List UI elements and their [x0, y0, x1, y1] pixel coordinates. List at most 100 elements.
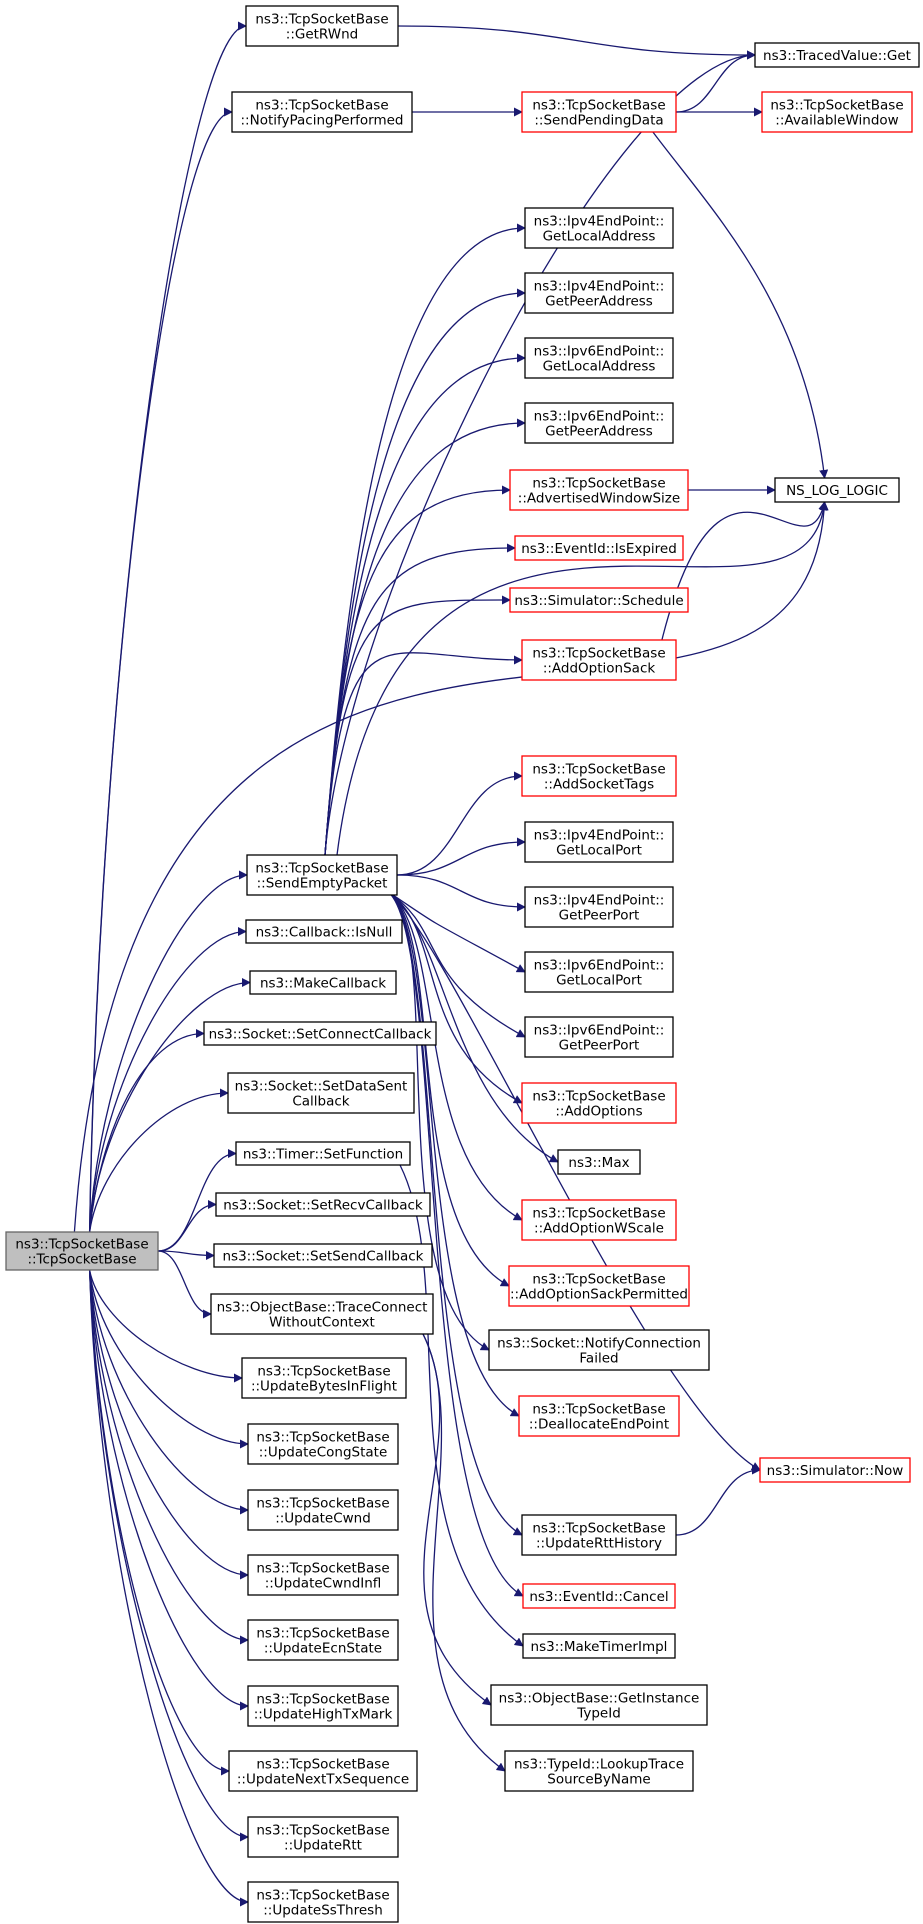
- node-root[interactable]: ns3::TcpSocketBase::TcpSocketBase: [5, 1231, 159, 1271]
- node-label: ns3::TcpSocketBase: [532, 98, 665, 114]
- node-label: ns3::Ipv6EndPoint::: [534, 344, 665, 360]
- edge-root-to-uphigh: [88, 1269, 249, 1711]
- node-label: ns3::TcpSocketBase: [256, 1692, 389, 1708]
- node-label: ::UpdateEcnState: [264, 1641, 382, 1657]
- edge-sendempty-to-simnow: [386, 890, 761, 1471]
- edge-root-to-traceconnect: [157, 1250, 212, 1319]
- node-uprtt[interactable]: ns3::TcpSocketBase::UpdateRtt: [247, 1816, 399, 1858]
- node-box: [227, 1072, 415, 1114]
- node-label: ::UpdateCwnd: [275, 1511, 371, 1527]
- node-box: [509, 469, 689, 511]
- edge-sendempty-to-optwscale: [386, 890, 523, 1221]
- node-setsend[interactable]: ns3::Socket::SetSendCallback: [213, 1243, 433, 1268]
- node-layer: ns3::TcpSocketBase::TcpSocketBasens3::Tc…: [5, 5, 920, 1923]
- node-box: [247, 1816, 399, 1858]
- node-isexpired[interactable]: ns3::EventId::IsExpired: [514, 535, 684, 561]
- node-upcwndinfl[interactable]: ns3::TcpSocketBase::UpdateCwndInfl: [247, 1554, 399, 1596]
- node-schedule[interactable]: ns3::Simulator::Schedule: [509, 587, 689, 613]
- node-label: ns3::TcpSocketBase: [256, 1430, 389, 1446]
- node-v4local[interactable]: ns3::Ipv4EndPoint::GetLocalAddress: [524, 207, 674, 249]
- node-label: ::SendEmptyPacket: [257, 876, 388, 892]
- edge-layer: [73, 21, 829, 1907]
- node-box: [245, 919, 403, 944]
- node-traceconnect[interactable]: ns3::ObjectBase::TraceConnectWithoutCont…: [210, 1293, 434, 1335]
- edge-sendempty-to-v4lport: [396, 837, 526, 876]
- node-dealloc[interactable]: ns3::TcpSocketBase::DeallocateEndPoint: [518, 1395, 680, 1437]
- node-uphigh[interactable]: ns3::TcpSocketBase::UpdateHighTxMark: [247, 1685, 399, 1727]
- node-label: ns3::TcpSocketBase: [255, 861, 388, 877]
- node-upcwnd[interactable]: ns3::TcpSocketBase::UpdateCwnd: [247, 1489, 399, 1531]
- node-makecb[interactable]: ns3::MakeCallback: [249, 970, 397, 995]
- node-v6peer[interactable]: ns3::Ipv6EndPoint::GetPeerAddress: [524, 402, 674, 444]
- node-label: ::UpdateCwndInfl: [265, 1576, 382, 1592]
- edge-root-to-upbytes: [88, 1269, 243, 1383]
- node-max[interactable]: ns3::Max: [557, 1149, 641, 1175]
- edge-root-to-cbisnull: [88, 927, 247, 1233]
- node-getrwnd[interactable]: ns3::TcpSocketBase::GetRWnd: [245, 5, 399, 47]
- node-advwin[interactable]: ns3::TcpSocketBase::AdvertisedWindowSize: [509, 469, 689, 511]
- node-notifypacing[interactable]: ns3::TcpSocketBase::NotifyPacingPerforme…: [231, 91, 413, 133]
- node-v6local[interactable]: ns3::Ipv6EndPoint::GetLocalAddress: [524, 337, 674, 379]
- node-maketimer[interactable]: ns3::MakeTimerImpl: [522, 1633, 676, 1659]
- node-label: ns3::Socket::NotifyConnection: [497, 1336, 701, 1352]
- edge-root-to-setdatasent: [88, 1088, 229, 1233]
- node-upecn[interactable]: ns3::TcpSocketBase::UpdateEcnState: [247, 1619, 399, 1661]
- node-setfunction[interactable]: ns3::Timer::SetFunction: [235, 1141, 411, 1166]
- node-evcancel[interactable]: ns3::EventId::Cancel: [522, 1583, 676, 1609]
- node-v6pport[interactable]: ns3::Ipv6EndPoint::GetPeerPort: [524, 1016, 674, 1058]
- node-socktags[interactable]: ns3::TcpSocketBase::AddSocketTags: [521, 755, 677, 797]
- node-upcong[interactable]: ns3::TcpSocketBase::UpdateCongState: [247, 1423, 399, 1465]
- node-label: ns3::TcpSocketBase: [256, 1496, 389, 1512]
- node-label: ::GetRWnd: [286, 27, 358, 43]
- node-label: ns3::ObjectBase::GetInstance: [499, 1691, 700, 1707]
- node-label: GetLocalAddress: [543, 359, 656, 375]
- node-label: ns3::TcpSocketBase: [256, 1757, 389, 1773]
- node-label: ::AddOptionWScale: [534, 1221, 664, 1237]
- node-rtthist[interactable]: ns3::TcpSocketBase::UpdateRttHistory: [521, 1514, 677, 1556]
- edge-sendempty-to-optsack: [324, 652, 523, 856]
- node-box: [247, 1423, 399, 1465]
- node-box: [524, 821, 674, 863]
- node-availwin[interactable]: ns3::TcpSocketBase::AvailableWindow: [761, 91, 913, 133]
- node-upnext[interactable]: ns3::TcpSocketBase::UpdateNextTxSequence: [228, 1750, 418, 1792]
- node-cbisnull[interactable]: ns3::Callback::IsNull: [245, 919, 403, 944]
- node-v6lport[interactable]: ns3::Ipv6EndPoint::GetLocalPort: [524, 951, 674, 993]
- node-box: [247, 1554, 399, 1596]
- node-optsack[interactable]: ns3::TcpSocketBase::AddOptionSack: [521, 639, 677, 681]
- node-label: ns3::Socket::SetDataSent: [235, 1079, 408, 1095]
- node-label: ns3::TcpSocketBase: [532, 762, 665, 778]
- node-simnow[interactable]: ns3::Simulator::Now: [759, 1457, 911, 1483]
- node-v4pport[interactable]: ns3::Ipv4EndPoint::GetPeerPort: [524, 886, 674, 928]
- edge-root-to-uprtt: [88, 1269, 249, 1842]
- node-nslog[interactable]: NS_LOG_LOGIC: [774, 477, 900, 503]
- node-tracedget[interactable]: ns3::TracedValue::Get: [754, 42, 920, 68]
- node-sendempty[interactable]: ns3::TcpSocketBase::SendEmptyPacket: [246, 854, 398, 896]
- node-optwscale[interactable]: ns3::TcpSocketBase::AddOptionWScale: [521, 1199, 677, 1241]
- edge-sendempty-to-isexpired: [324, 543, 516, 856]
- node-box: [249, 970, 397, 995]
- node-label: ::UpdateHighTxMark: [254, 1707, 393, 1723]
- node-box: [524, 402, 674, 444]
- node-box: [509, 587, 689, 613]
- node-label: ns3::EventId::IsExpired: [521, 541, 677, 557]
- node-setconnect[interactable]: ns3::Socket::SetConnectCallback: [203, 1021, 437, 1046]
- node-label: ns3::Ipv4EndPoint::: [534, 214, 665, 230]
- node-v4peer[interactable]: ns3::Ipv4EndPoint::GetPeerAddress: [524, 272, 674, 314]
- node-label: ns3::TcpSocketBase: [532, 1206, 665, 1222]
- node-box: [504, 1750, 694, 1792]
- node-optsackperm[interactable]: ns3::TcpSocketBase::AddOptionSackPermitt…: [508, 1265, 690, 1307]
- node-box: [524, 951, 674, 993]
- node-upbytes[interactable]: ns3::TcpSocketBase::UpdateBytesInFlight: [241, 1357, 407, 1399]
- node-box: [524, 207, 674, 249]
- edge-root-to-notifypacing: [88, 107, 233, 1233]
- node-v4lport[interactable]: ns3::Ipv4EndPoint::GetLocalPort: [524, 821, 674, 863]
- node-addopts[interactable]: ns3::TcpSocketBase::AddOptions: [521, 1082, 677, 1124]
- node-sendpending[interactable]: ns3::TcpSocketBase::SendPendingData: [521, 91, 677, 133]
- node-setrecv[interactable]: ns3::Socket::SetRecvCallback: [215, 1192, 431, 1217]
- edge-traceconnect-to-getinstance: [422, 1333, 492, 1706]
- node-upss[interactable]: ns3::TcpSocketBase::UpdateSsThresh: [247, 1881, 399, 1923]
